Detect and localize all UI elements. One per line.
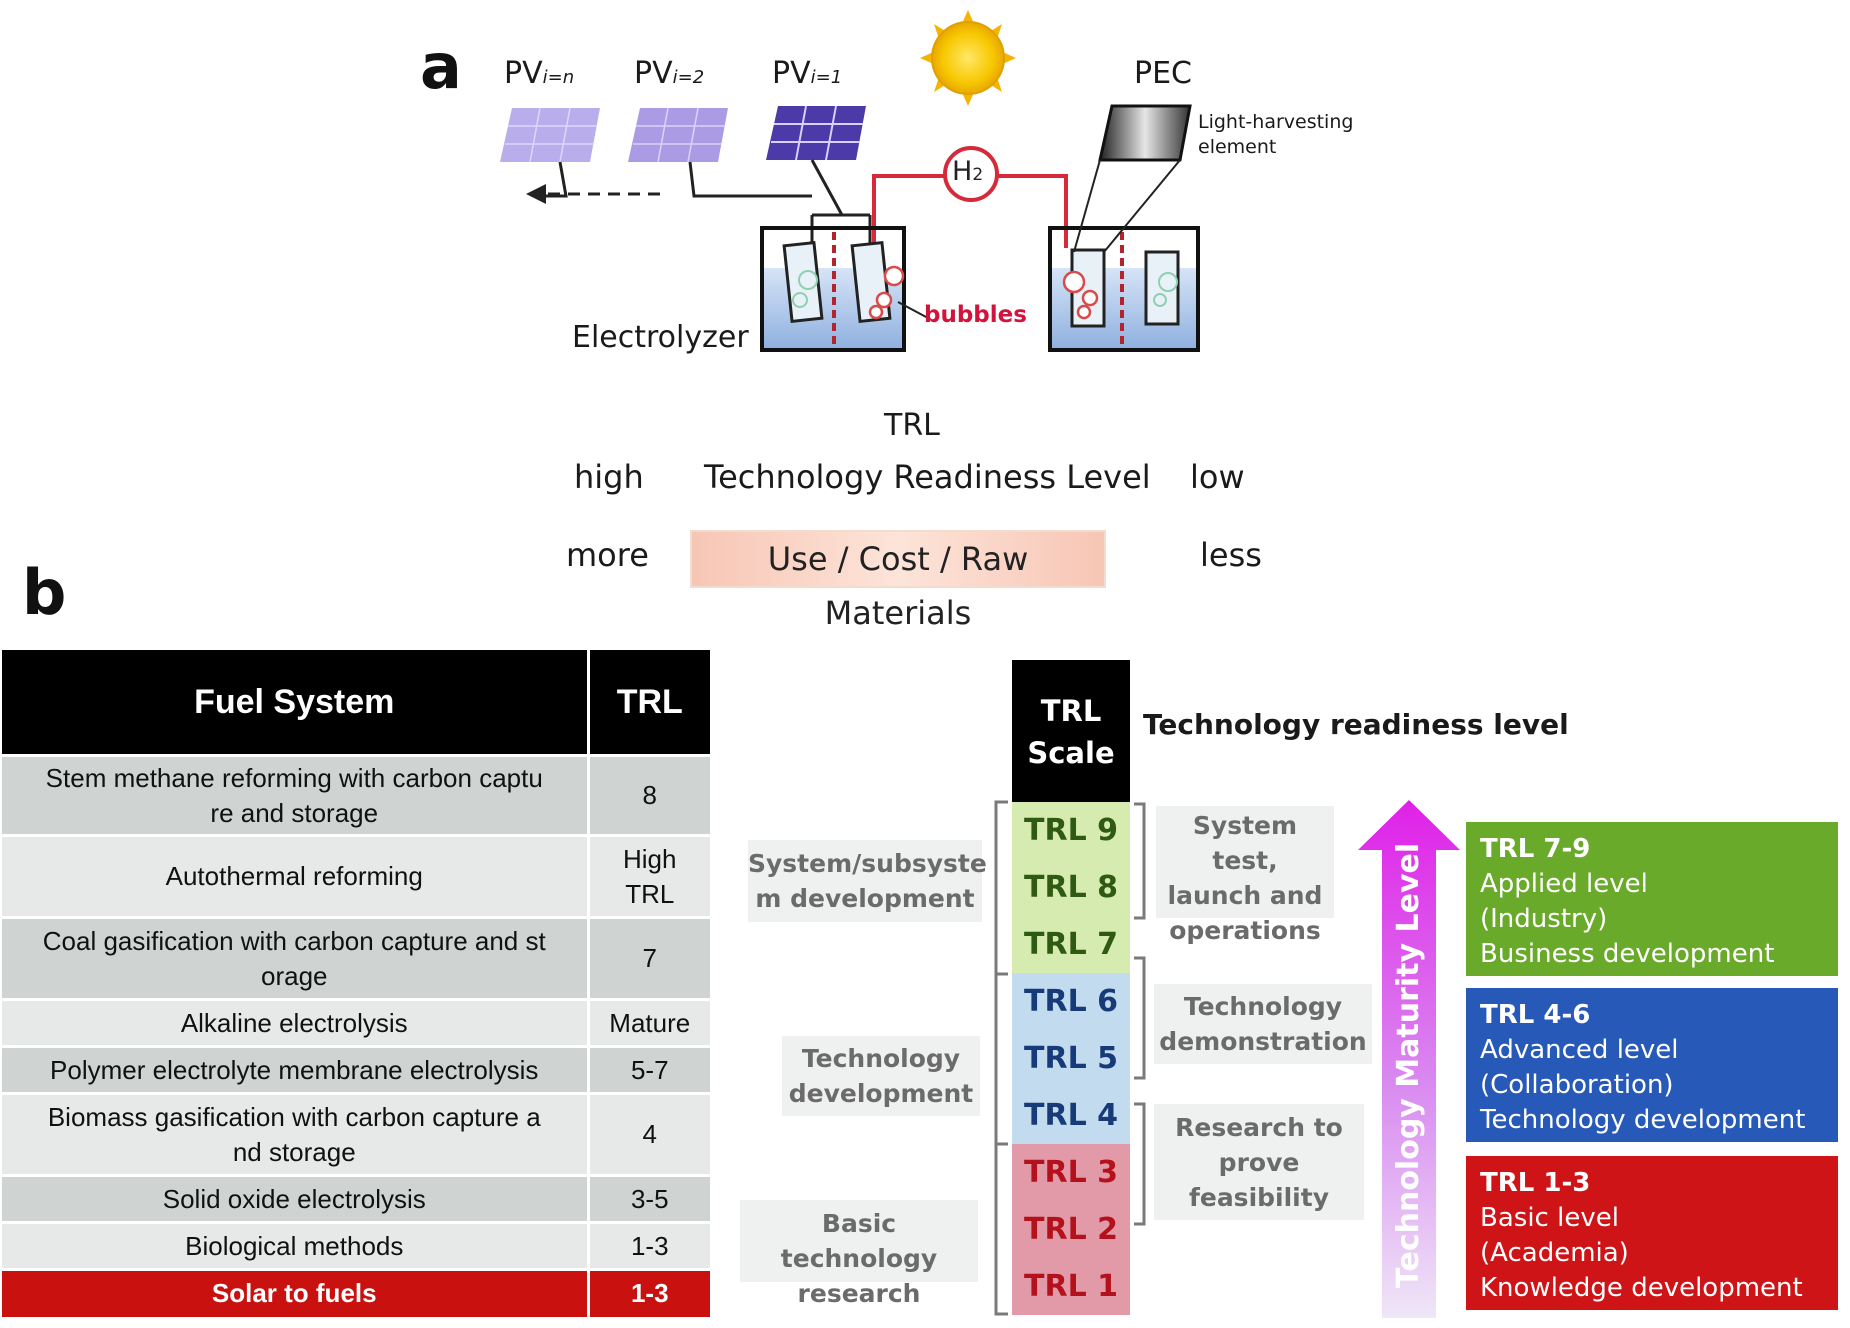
use-less: less	[1200, 536, 1262, 574]
panel-b-letter: b	[22, 556, 67, 629]
fuel-system-cell: Solar to fuels	[2, 1268, 590, 1317]
fuel-system-cell: Polymer electrolyte membrane electrolysi…	[2, 1045, 590, 1094]
pv-label-1: PVi=1	[772, 56, 843, 91]
use-cost-box: Use / Cost / Raw Materials	[690, 530, 1106, 632]
table-row-highlighted: Solar to fuels 1-3	[2, 1268, 710, 1317]
group-basic-research: Basic technology research	[740, 1200, 978, 1308]
pv-panel-1	[766, 105, 866, 161]
table-row: Solid oxide electrolysis 3-5	[2, 1174, 710, 1223]
group-system-test: System test, launch and operations	[1156, 806, 1334, 945]
table-row: Stem methane reforming with carbon captu…	[2, 754, 710, 836]
sun-icon	[920, 10, 1016, 106]
trl-6-cell: TRL 6	[1012, 973, 1130, 1030]
table-row: Coal gasification with carbon capture an…	[2, 916, 710, 1000]
table-row: Biological methods 1-3	[2, 1221, 710, 1270]
trl-title: TRL	[884, 408, 940, 443]
maturity-level-applied: TRL 7-9 Applied level (Industry) Busines…	[1466, 822, 1838, 976]
header-trl: TRL	[588, 650, 710, 756]
trl-7-cell: TRL 7	[1012, 916, 1130, 973]
table-row: Alkaline electrolysis Mature	[2, 998, 710, 1047]
trl-cell: 5-7	[588, 1045, 710, 1094]
fuel-system-cell: Stem methane reforming with carbon captu…	[2, 754, 590, 836]
electrolyzer-label: Electrolyzer	[572, 320, 749, 355]
group-system-development: System/subsyste m development	[748, 840, 987, 922]
trl-cell: 3-5	[588, 1174, 710, 1223]
fuel-system-cell: Autothermal reforming	[2, 834, 590, 918]
group-technology-demonstration: Technology demonstration	[1154, 984, 1372, 1064]
header-fuel-system: Fuel System	[2, 650, 590, 756]
maturity-arrow-label: Technology Maturity Level	[1391, 842, 1426, 1288]
trl-cell: 7	[588, 916, 710, 1000]
fuel-system-table: Fuel System TRL Stem methane reforming w…	[2, 650, 710, 1317]
h2-circle	[943, 146, 999, 202]
trl-cell: 4	[588, 1092, 710, 1176]
h2-label: H2	[952, 156, 984, 187]
light-harvesting-element	[1073, 104, 1192, 253]
fuel-system-cell: Biomass gasification with carbon capture…	[2, 1092, 590, 1176]
trl-3-cell: TRL 3	[1012, 1144, 1130, 1201]
light-harvesting-label: Light-harvesting element	[1198, 111, 1354, 158]
panel-a-letter: a	[420, 30, 462, 103]
table-header-row: Fuel System TRL	[2, 650, 710, 756]
pv-panel-2	[628, 107, 728, 163]
trl-2-cell: TRL 2	[1012, 1201, 1130, 1258]
trl-4-cell: TRL 4	[1012, 1087, 1130, 1144]
pv-label-2: PVi=2	[634, 56, 705, 91]
trl-8-cell: TRL 8	[1012, 859, 1130, 916]
bubbles-label: bubbles	[924, 302, 1027, 328]
maturity-arrow-icon	[1358, 800, 1460, 1318]
electrolyzer-tank	[760, 226, 906, 352]
trl-cell: Mature	[588, 998, 710, 1047]
fuel-system-cell: Solid oxide electrolysis	[2, 1174, 590, 1223]
trl-cell: 8	[588, 754, 710, 836]
maturity-level-basic: TRL 1-3 Basic level (Academia) Knowledge…	[1466, 1156, 1838, 1310]
trl-full-label: Technology Readiness Level	[704, 458, 1151, 496]
pec-tank	[1048, 226, 1200, 352]
use-more: more	[566, 536, 649, 574]
fuel-system-cell: Coal gasification with carbon capture an…	[2, 916, 590, 1000]
trl-scale-title: Technology readiness level	[1143, 708, 1569, 741]
pv-electrolyzer-pec-diagram	[500, 10, 1200, 352]
trl-5-cell: TRL 5	[1012, 1030, 1130, 1087]
pv-label-n: PVi=n	[504, 56, 575, 91]
trl-scale-header: TRL Scale	[1012, 660, 1130, 802]
pv-panel-n	[500, 107, 600, 163]
trl-cell: 1-3	[588, 1221, 710, 1270]
trl-high: high	[574, 458, 644, 496]
group-technology-development: Technology development	[782, 1036, 980, 1116]
trl-cell: 1-3	[588, 1268, 710, 1317]
table-row: Polymer electrolyte membrane electrolysi…	[2, 1045, 710, 1094]
fuel-system-cell: Alkaline electrolysis	[2, 998, 590, 1047]
table-row: Biomass gasification with carbon capture…	[2, 1092, 710, 1176]
group-research-feasibility: Research to prove feasibility	[1154, 1104, 1364, 1220]
trl-1-cell: TRL 1	[1012, 1258, 1130, 1315]
trl-9-cell: TRL 9	[1012, 802, 1130, 859]
fuel-system-cell: Biological methods	[2, 1221, 590, 1270]
pec-label: PEC	[1134, 56, 1192, 91]
maturity-level-advanced: TRL 4-6 Advanced level (Collaboration) T…	[1466, 988, 1838, 1142]
trl-low: low	[1190, 458, 1245, 496]
arrow-left-icon	[526, 184, 546, 204]
